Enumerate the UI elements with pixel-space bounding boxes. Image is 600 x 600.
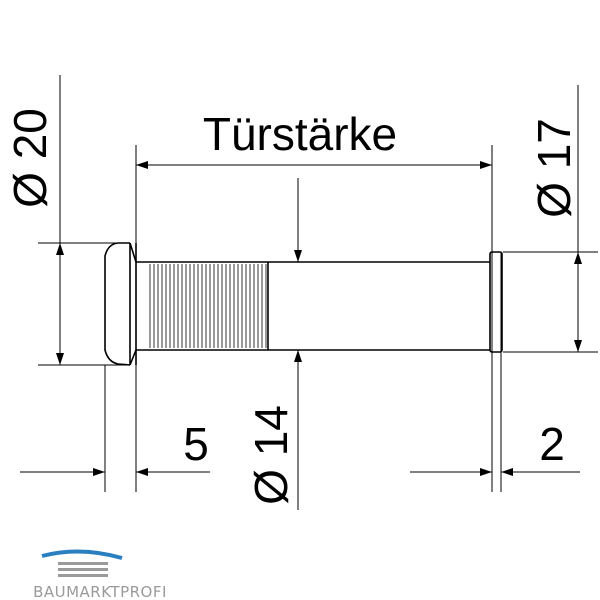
logo-roof-icon bbox=[41, 549, 123, 560]
label-length-5: 5 bbox=[183, 418, 209, 470]
label-diameter-17: Ø 17 bbox=[528, 118, 580, 218]
label-length-2: 2 bbox=[539, 418, 565, 470]
logo-text: BAUMARKTPROFI bbox=[33, 583, 167, 600]
baumarktprofi-logo: BAUMARKTPROFI bbox=[33, 549, 167, 600]
part-outline bbox=[104, 242, 503, 366]
label-diameter-20: Ø 20 bbox=[4, 108, 56, 208]
label-diameter-14: Ø 14 bbox=[245, 405, 297, 505]
label-tuerstaerke: Türstärke bbox=[203, 108, 397, 160]
dimension-lines bbox=[20, 161, 582, 476]
thread-hatching bbox=[149, 264, 267, 348]
